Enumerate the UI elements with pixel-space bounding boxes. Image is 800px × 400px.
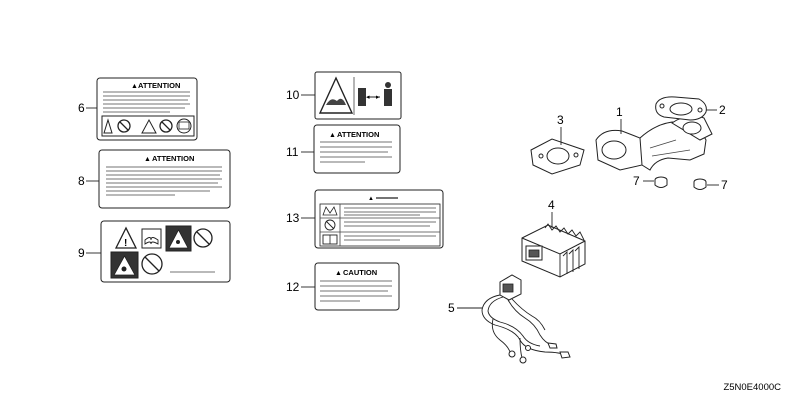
label-10: ◂ ▸	[314, 71, 402, 120]
label-8: ▲ ATTENTION	[98, 149, 231, 209]
safety-icon-grid: !	[110, 225, 213, 279]
warning-triangle-icon: ▲	[335, 270, 342, 277]
nut-7b	[693, 178, 707, 190]
label-8-heading: ATTENTION	[152, 154, 194, 163]
label-13: ▲	[314, 189, 444, 249]
regulator-4	[521, 223, 586, 278]
label-9: !	[100, 220, 231, 283]
svg-text:◂: ◂	[366, 94, 370, 101]
manifold-1	[595, 115, 713, 171]
wire-harness-5	[481, 274, 571, 364]
callout-9: 9	[78, 246, 85, 260]
callout-6: 6	[78, 101, 85, 115]
callout-7b: 7	[721, 178, 728, 192]
callout-7a: 7	[633, 174, 640, 188]
callout-10: 10	[286, 88, 300, 102]
diagram-code: Z5N0E4000C	[723, 382, 781, 393]
callout-4: 4	[548, 198, 555, 212]
callout-2: 2	[719, 103, 726, 117]
label-6: ▲ ATTENTION	[96, 77, 198, 141]
callout-8: 8	[78, 174, 85, 188]
warning-triangle-icon: ▲	[368, 196, 374, 202]
label-11-heading: ATTENTION	[337, 130, 379, 139]
gasket-2	[655, 96, 707, 121]
warning-triangle-icon: ▲	[329, 132, 336, 139]
warning-triangle-icon: ▲	[144, 156, 151, 163]
callout-1: 1	[616, 105, 623, 119]
label-11: ▲ ATTENTION	[313, 124, 401, 174]
callout-3: 3	[557, 113, 564, 127]
callout-5: 5	[448, 301, 455, 315]
nut-7a	[654, 176, 668, 188]
svg-text:!: !	[124, 238, 127, 249]
label-12: ▲ CAUTION	[314, 262, 400, 311]
gasket-3	[530, 138, 585, 175]
callout-13: 13	[286, 211, 300, 225]
label-12-heading: CAUTION	[343, 268, 377, 277]
callout-11: 11	[286, 145, 299, 159]
label-6-heading: ATTENTION	[138, 81, 180, 90]
warning-triangle-icon: ▲	[131, 83, 138, 90]
hazard-icon-row	[103, 118, 192, 134]
svg-text:▸: ▸	[376, 94, 380, 101]
callout-12: 12	[286, 280, 300, 294]
